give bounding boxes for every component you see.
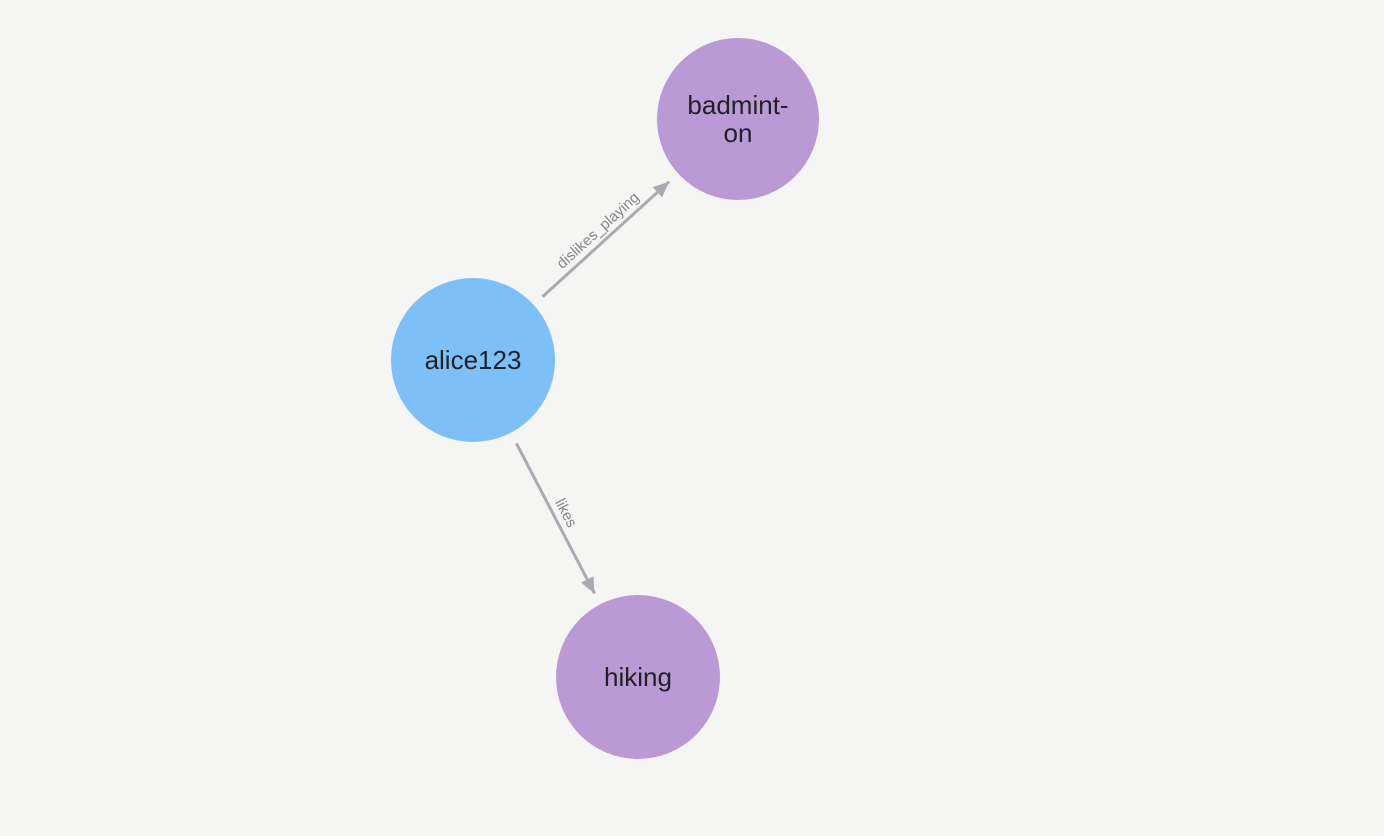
edge-line[interactable] (515, 442, 596, 595)
node-circle-alice123[interactable] (391, 278, 555, 442)
edge-label: dislikes_playing (554, 189, 643, 272)
graph-node-alice123[interactable]: alice123 (391, 278, 555, 442)
graph-node-badminton[interactable]: badmint-on (657, 38, 819, 200)
graph-node-hiking[interactable]: hiking (556, 595, 720, 759)
graph-edge-alice123-badminton[interactable]: dislikes_playing (541, 180, 671, 298)
node-circle-badminton[interactable] (657, 38, 819, 200)
node-circle-hiking[interactable] (556, 595, 720, 759)
edge-line[interactable] (541, 180, 671, 298)
graph-edge-alice123-hiking[interactable]: likes (515, 442, 596, 595)
edge-label: likes (551, 496, 580, 530)
